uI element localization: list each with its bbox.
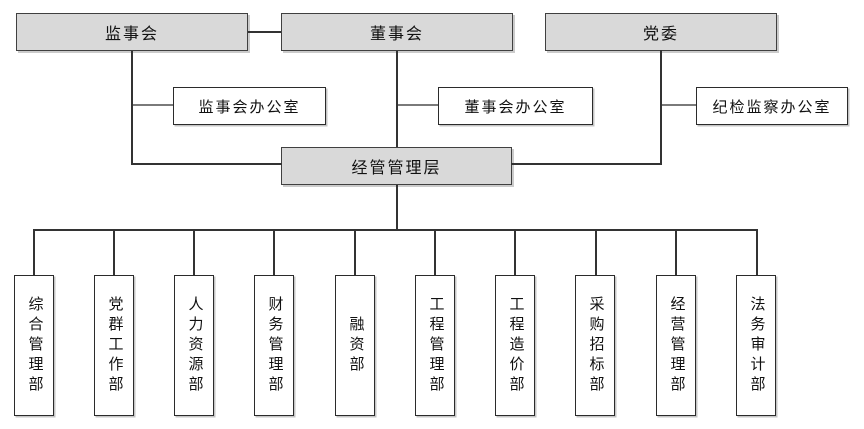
node-dept-general-management-label: 综合管理部	[26, 295, 43, 396]
connector-drop-4	[273, 229, 275, 275]
node-supervisory-board-office: 监事会办公室	[173, 87, 326, 125]
node-dept-engineering-cost-label: 工程造价部	[507, 295, 524, 396]
node-dept-party-mass-work-label: 党群工作部	[106, 295, 123, 396]
node-board-office: 董事会办公室	[438, 87, 593, 125]
node-dept-legal-audit: 法务审计部	[736, 275, 776, 416]
connector-drop-1	[33, 229, 35, 275]
connector-supervisory-to-board	[248, 31, 281, 33]
node-discipline-inspection-office: 纪检监察办公室	[696, 87, 848, 125]
node-management-layer-label: 经管管理层	[351, 160, 442, 177]
node-discipline-inspection-office-label: 纪检监察办公室	[712, 99, 832, 116]
node-dept-financing-label: 融资部	[347, 315, 364, 376]
connector-drop-2	[113, 229, 115, 275]
connector-branch-discipline-office	[662, 104, 696, 106]
node-dept-legal-audit-label: 法务审计部	[748, 295, 765, 396]
node-dept-operation-management-label: 经营管理部	[668, 295, 685, 396]
node-supervisory-board-office-label: 监事会办公室	[198, 99, 301, 116]
node-dept-finance-management-label: 财务管理部	[266, 295, 283, 396]
node-supervisory-board: 监事会	[16, 13, 248, 51]
node-board-office-label: 董事会办公室	[464, 99, 567, 116]
connector-party-vertical	[660, 50, 662, 165]
node-party-committee: 党委	[545, 13, 777, 51]
connector-branch-supervisory-office	[133, 104, 173, 106]
connector-party-to-management	[511, 163, 662, 165]
node-dept-general-management: 综合管理部	[14, 275, 54, 416]
connector-drop-5	[354, 229, 356, 275]
connector-drop-10	[756, 229, 758, 275]
connector-distribution-bar	[33, 229, 758, 231]
node-dept-finance-management: 财务管理部	[254, 275, 294, 416]
connector-drop-3	[193, 229, 195, 275]
connector-drop-8	[595, 229, 597, 275]
connector-drop-9	[675, 229, 677, 275]
node-dept-financing: 融资部	[335, 275, 375, 416]
connector-management-down	[396, 185, 398, 230]
connector-board-vertical	[396, 51, 398, 147]
node-dept-engineering-management-label: 工程管理部	[427, 295, 444, 396]
node-dept-procurement-bidding-label: 采购招标部	[587, 295, 604, 396]
node-dept-human-resources: 人力资源部	[174, 275, 214, 416]
connector-supervisory-vertical	[131, 51, 133, 165]
connector-supervisory-to-management	[131, 163, 282, 165]
node-management-layer: 经管管理层	[281, 147, 512, 185]
node-party-committee-label: 党委	[642, 26, 679, 43]
node-dept-engineering-cost: 工程造价部	[495, 275, 535, 416]
node-dept-human-resources-label: 人力资源部	[186, 295, 203, 396]
connector-drop-7	[514, 229, 516, 275]
node-dept-party-mass-work: 党群工作部	[94, 275, 134, 416]
node-dept-procurement-bidding: 采购招标部	[575, 275, 615, 416]
node-board-of-directors: 董事会	[281, 13, 513, 51]
node-dept-engineering-management: 工程管理部	[415, 275, 455, 416]
node-supervisory-board-label: 监事会	[104, 26, 159, 43]
connector-branch-board-office	[398, 104, 438, 106]
connector-drop-6	[434, 229, 436, 275]
node-dept-operation-management: 经营管理部	[656, 275, 696, 416]
node-board-of-directors-label: 董事会	[369, 26, 424, 43]
